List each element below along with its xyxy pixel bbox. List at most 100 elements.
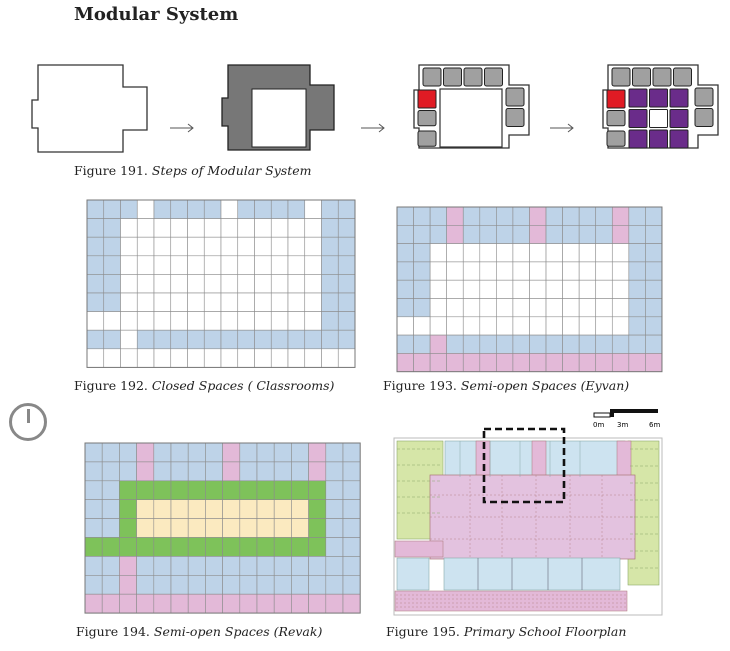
grid-cell <box>291 480 309 500</box>
grid-cell <box>429 353 447 372</box>
grid-cell <box>496 298 514 318</box>
grid-cell <box>119 518 137 538</box>
grid-cell <box>222 499 241 519</box>
grid-cell <box>254 329 272 350</box>
grid-cell <box>611 243 630 263</box>
grid-cell <box>529 224 547 244</box>
grid-cell <box>479 298 497 318</box>
grid-cell <box>170 537 189 557</box>
grid-cell <box>170 274 188 294</box>
grid-cell <box>545 334 563 354</box>
grid-cell <box>136 480 155 500</box>
grid-cell <box>595 334 613 354</box>
grid-cell <box>136 499 155 519</box>
grid-cell <box>287 255 306 275</box>
grid-cell <box>611 334 630 354</box>
grid-cell <box>203 236 222 257</box>
module-tile <box>632 67 651 87</box>
module-tile-purple <box>628 88 648 108</box>
grid-cell <box>529 279 547 299</box>
grid-cell <box>187 461 206 482</box>
grid-cell <box>187 199 205 219</box>
grid-cell <box>270 292 289 312</box>
module-tile-purple <box>669 88 689 108</box>
grid-cell <box>256 480 275 500</box>
grid-cell <box>512 243 530 263</box>
grid-cell <box>429 298 447 318</box>
grid-cell <box>153 575 172 595</box>
module-tile <box>606 110 626 127</box>
grid-cell <box>479 261 497 281</box>
grid-cell <box>187 236 205 257</box>
grid-cell <box>429 316 447 336</box>
grid-cell <box>578 206 597 226</box>
grid-cell <box>84 480 103 500</box>
scale-label-3: 3m <box>617 421 628 429</box>
grid-cell <box>120 274 138 294</box>
grid-cell <box>529 316 547 336</box>
grid-cell <box>611 353 630 372</box>
grid-cell <box>220 236 239 257</box>
grid-cell <box>86 199 105 219</box>
module-tile <box>673 67 692 87</box>
grid-cell <box>304 236 322 257</box>
grid-cell <box>239 480 258 500</box>
grid-cell <box>119 556 137 576</box>
grid-cell <box>273 518 292 538</box>
grid-cell <box>645 353 663 372</box>
grid-cell <box>291 575 309 595</box>
grid-cell <box>103 292 121 312</box>
caption-figure-192: Figure 192. Closed Spaces ( Classrooms) <box>74 378 335 393</box>
caption-figure-194: Figure 194. Semi-open Spaces (Revak) <box>76 624 323 639</box>
grid-cell <box>496 353 514 372</box>
grid-cell <box>101 593 120 614</box>
grid-cell <box>611 224 630 244</box>
grid-cell <box>628 243 646 263</box>
grid-cell <box>170 329 188 350</box>
grid-cell <box>237 311 255 331</box>
module-tile-purple <box>649 109 668 128</box>
grid-cell <box>342 593 361 614</box>
grid-cell <box>273 537 292 557</box>
grid-cell <box>187 274 205 294</box>
grid-cell <box>611 316 630 336</box>
grid-cell <box>462 279 481 299</box>
grid-cell <box>645 261 663 281</box>
grid-cell <box>222 575 241 595</box>
grid-cell <box>86 292 105 312</box>
grid-cell <box>153 442 172 463</box>
grid-cell <box>287 311 306 331</box>
grid-cell <box>86 255 105 275</box>
grid-cell <box>205 537 223 557</box>
grid-cell <box>342 442 361 463</box>
grid-cell <box>187 593 206 614</box>
grid-cell <box>170 499 189 519</box>
grid-cell <box>222 537 241 557</box>
grid-cell <box>628 316 646 336</box>
grid-cell <box>136 292 155 312</box>
grid-cell <box>446 334 464 354</box>
grid-cell <box>304 348 322 368</box>
grid-cell <box>462 206 481 226</box>
grid-cell <box>220 329 239 350</box>
grid-cell <box>562 298 580 318</box>
grid-cell <box>611 279 630 299</box>
grid-cell <box>256 537 275 557</box>
grid-cell <box>237 348 255 368</box>
step4-modules <box>602 64 719 149</box>
grid-cell <box>479 279 497 299</box>
figure-195-floorplan: 0m 3m 6m <box>393 409 663 616</box>
grid-cell <box>545 243 563 263</box>
grid-cell <box>239 461 258 482</box>
grid-cell <box>645 243 663 263</box>
grid-cell <box>446 279 464 299</box>
grid-cell <box>153 218 172 238</box>
grid-cell <box>170 255 188 275</box>
grid-cell <box>396 316 414 336</box>
grid-cell <box>291 537 309 557</box>
grid-cell <box>239 499 258 519</box>
power-icon[interactable] <box>9 403 47 441</box>
grid-cell <box>429 243 447 263</box>
arrow-right-icon <box>361 123 385 133</box>
grid-cell <box>308 556 327 576</box>
